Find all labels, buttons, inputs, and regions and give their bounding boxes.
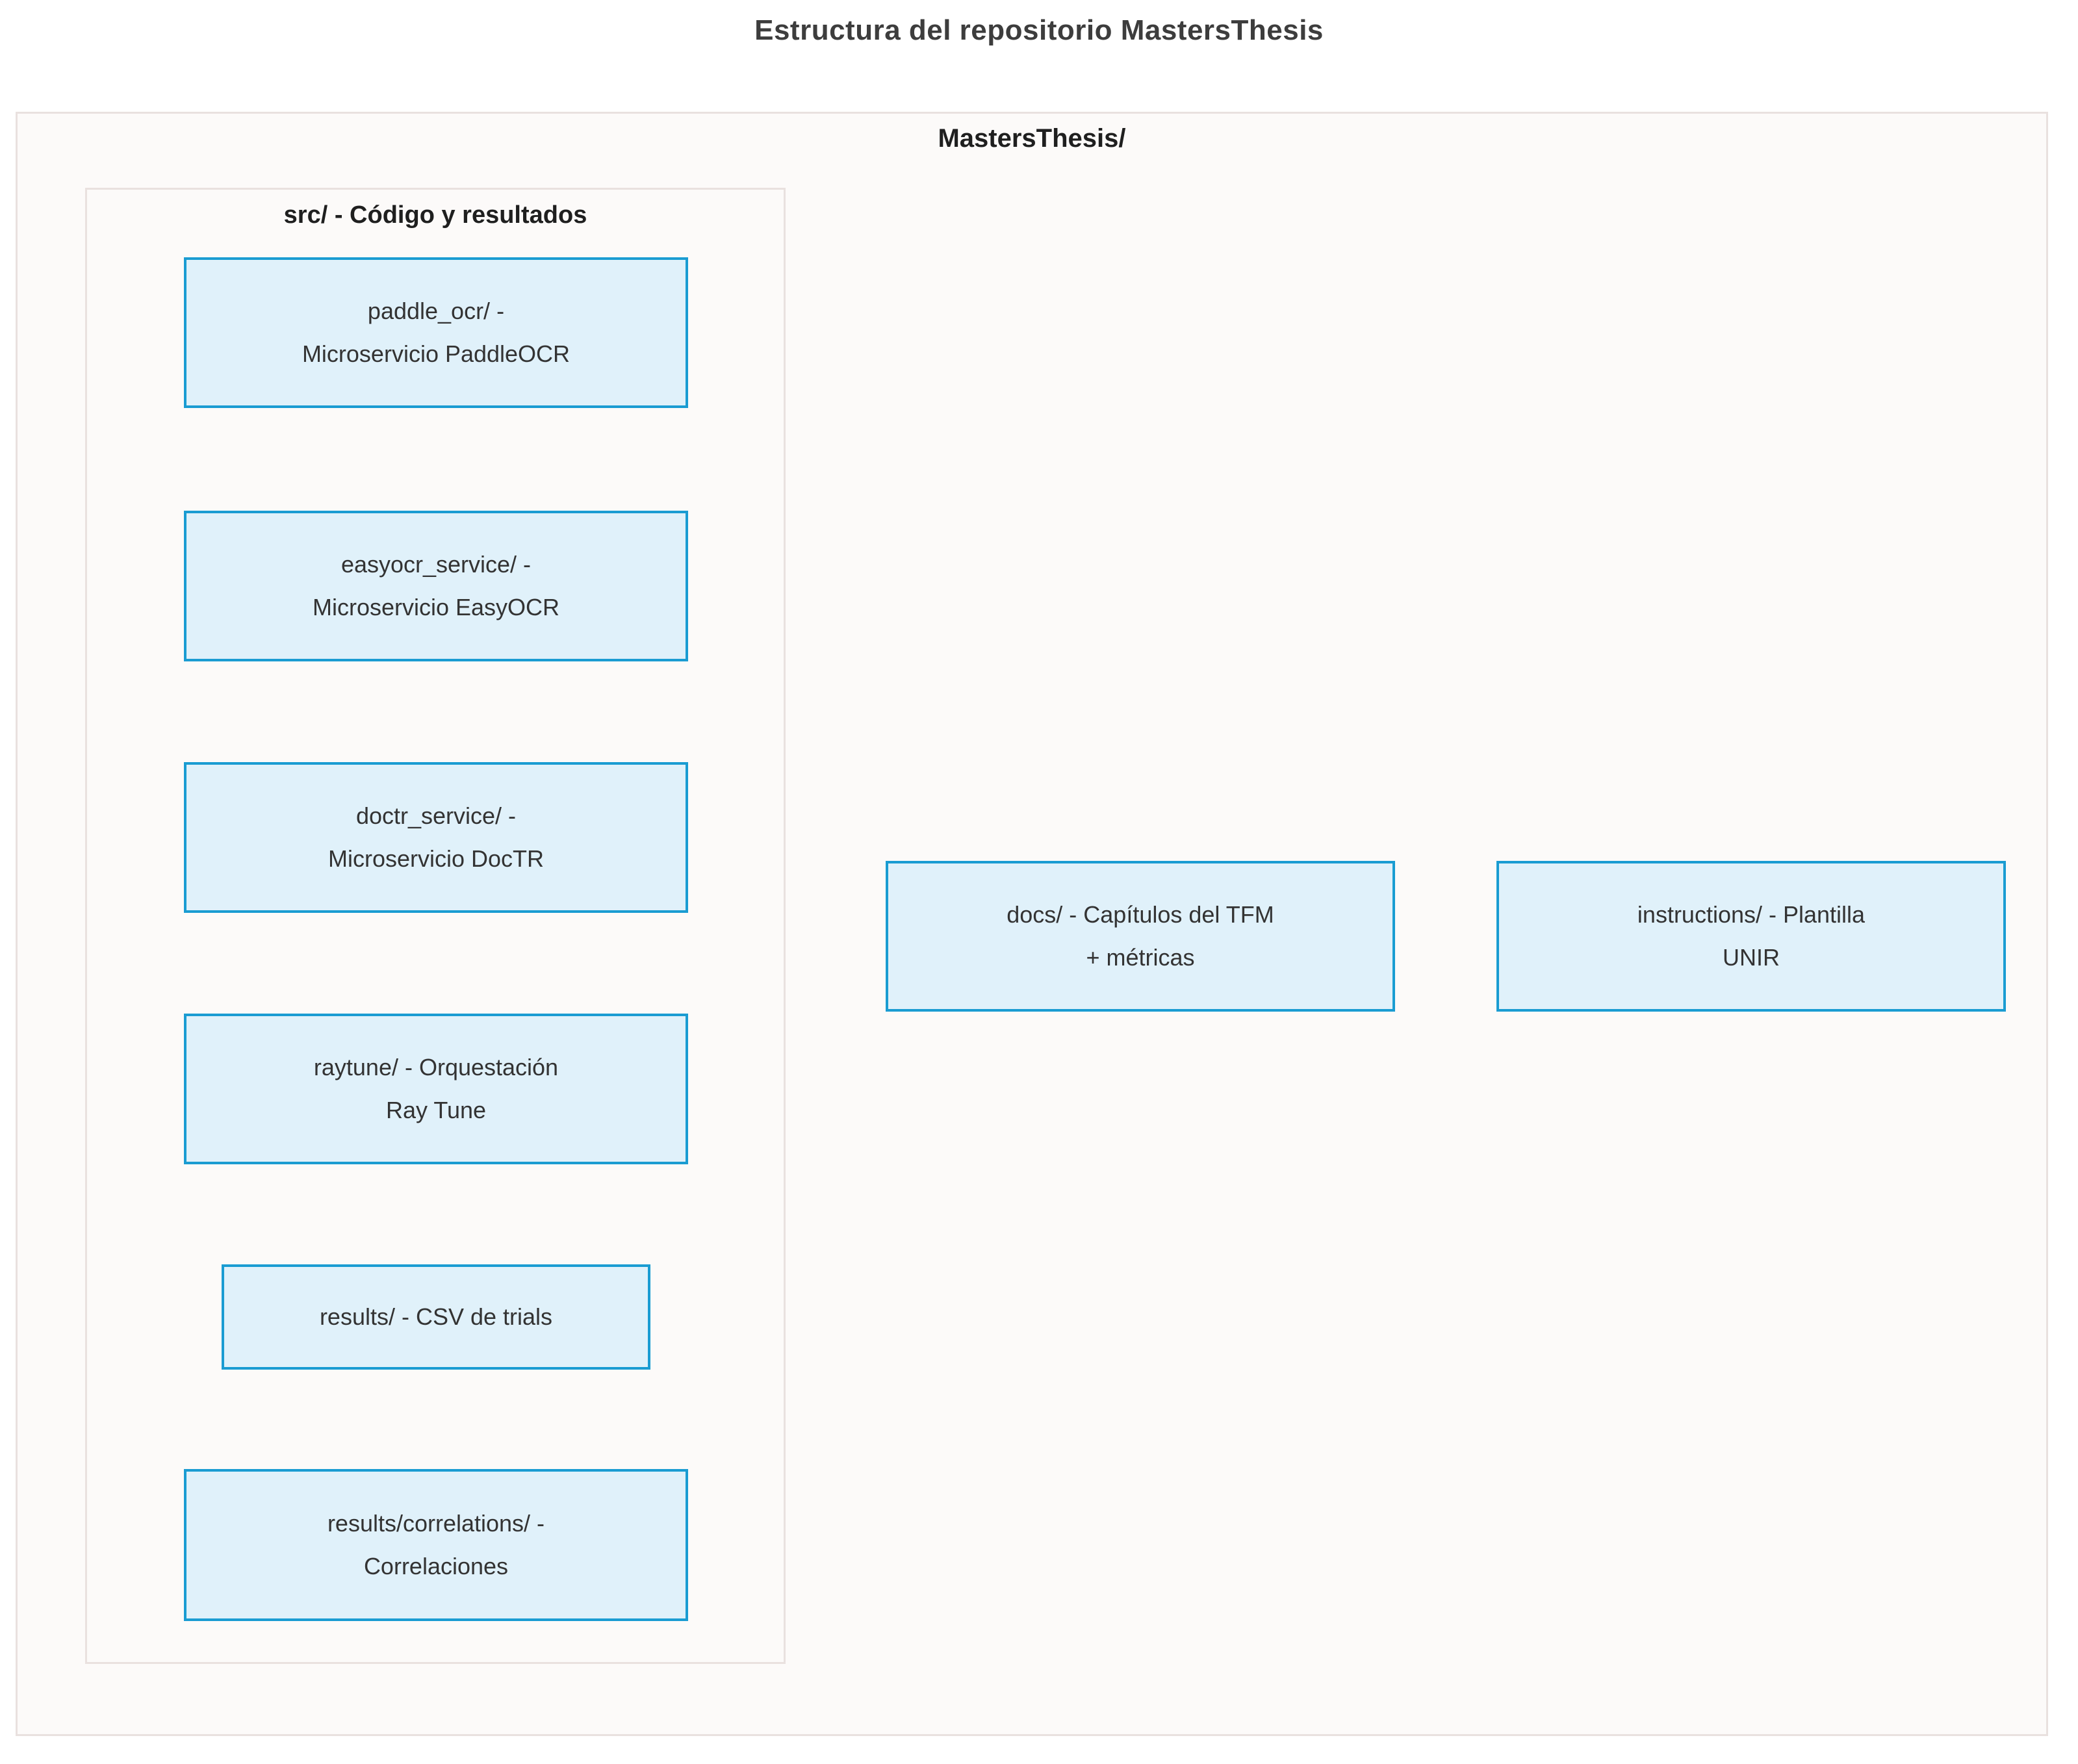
- node-paddle-ocr: paddle_ocr/ - Microservicio PaddleOCR: [184, 257, 688, 408]
- node-doctr-service-line2: Microservicio DocTR: [327, 845, 545, 872]
- node-raytune-line2: Ray Tune: [385, 1097, 487, 1123]
- node-doctr-service-line1: doctr_service/ -: [355, 802, 517, 829]
- subgraph-mastersthesis: MastersThesis/ src/ - Código y resultado…: [16, 112, 2048, 1736]
- node-easyocr-service: easyocr_service/ - Microservicio EasyOCR: [184, 511, 688, 661]
- node-paddle-ocr-line1: paddle_ocr/ -: [367, 298, 505, 324]
- node-instructions-line1: instructions/ - Plantilla: [1637, 901, 1866, 928]
- node-results-correlations-line1: results/correlations/ -: [327, 1510, 545, 1537]
- node-results-correlations: results/correlations/ - Correlaciones: [184, 1469, 688, 1621]
- subgraph-mastersthesis-label: MastersThesis/: [938, 124, 1126, 153]
- node-docs: docs/ - Capítulos del TFM + métricas: [886, 861, 1395, 1012]
- subgraph-src: src/ - Código y resultados paddle_ocr/ -…: [85, 188, 786, 1664]
- node-easyocr-service-line1: easyocr_service/ -: [340, 551, 532, 578]
- node-docs-line2: + métricas: [1086, 944, 1195, 971]
- node-easyocr-service-line2: Microservicio EasyOCR: [312, 594, 560, 620]
- node-results: results/ - CSV de trials: [222, 1264, 650, 1370]
- node-docs-line1: docs/ - Capítulos del TFM: [1007, 901, 1274, 928]
- subgraph-src-label: src/ - Código y resultados: [283, 201, 587, 229]
- node-raytune-line1: raytune/ - Orquestación: [313, 1054, 559, 1080]
- node-results-line1: results/ - CSV de trials: [319, 1303, 553, 1330]
- diagram-title: Estructura del repositorio MastersThesis: [754, 14, 1324, 46]
- node-paddle-ocr-line2: Microservicio PaddleOCR: [301, 340, 571, 367]
- node-doctr-service: doctr_service/ - Microservicio DocTR: [184, 762, 688, 913]
- node-instructions-line2: UNIR: [1723, 944, 1780, 971]
- node-instructions: instructions/ - Plantilla UNIR: [1496, 861, 2006, 1012]
- node-results-correlations-line2: Correlaciones: [363, 1553, 509, 1579]
- node-raytune: raytune/ - Orquestación Ray Tune: [184, 1014, 688, 1164]
